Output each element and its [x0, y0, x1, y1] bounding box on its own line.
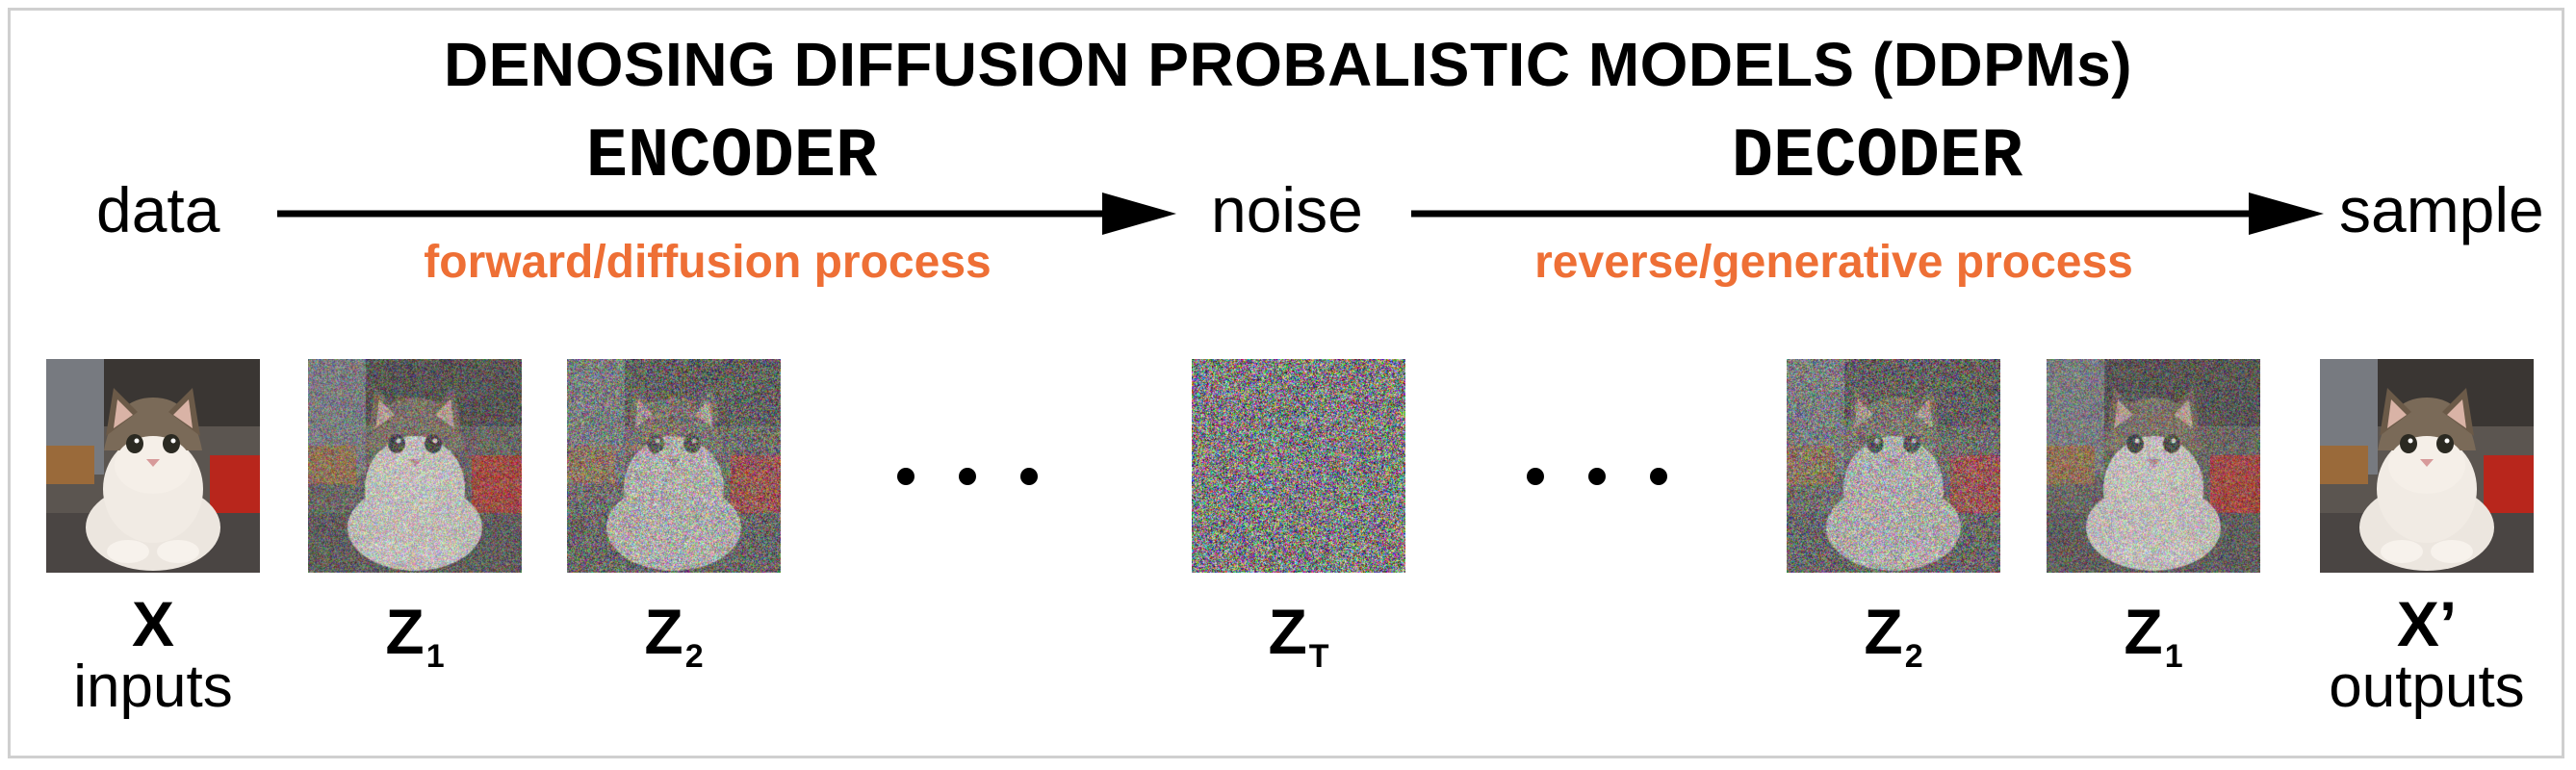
input-symbol: X — [131, 588, 175, 659]
reverse-process-label: reverse/generative process — [1534, 237, 2133, 288]
output-cat-image — [2320, 359, 2534, 573]
state-noise-label: noise — [1211, 174, 1363, 245]
decoder-label: DECODER — [1731, 117, 2023, 196]
forward-process-label: forward/diffusion process — [424, 237, 992, 288]
diagram-frame — [8, 8, 2564, 758]
noisy-image-z2-reverse — [1787, 359, 2000, 573]
diagram-title: DENOSING DIFFUSION PROBALISTIC MODELS (D… — [443, 30, 2133, 99]
zT-label: ZT — [1268, 596, 1329, 675]
noisy-image-z1-forward — [308, 359, 522, 573]
z1-forward-label: Z1 — [385, 596, 445, 675]
noisy-image-z1-reverse — [2047, 359, 2260, 573]
input-caption: inputs — [73, 654, 233, 720]
noisy-image-z2-forward — [567, 359, 781, 573]
input-cat-image — [46, 359, 260, 573]
pure-noise-image-zT — [1192, 359, 1405, 573]
encoder-label: ENCODER — [585, 117, 878, 196]
z1-reverse-label: Z1 — [2124, 596, 2183, 675]
reverse-arrow — [1411, 192, 2324, 235]
z2-forward-label: Z2 — [644, 596, 704, 675]
z2-reverse-label: Z2 — [1864, 596, 1923, 675]
state-sample-label: sample — [2339, 174, 2544, 245]
state-data-label: data — [96, 174, 220, 245]
output-symbol: X’ — [2396, 588, 2458, 659]
output-caption: outputs — [2329, 654, 2525, 720]
forward-arrow — [277, 192, 1176, 235]
